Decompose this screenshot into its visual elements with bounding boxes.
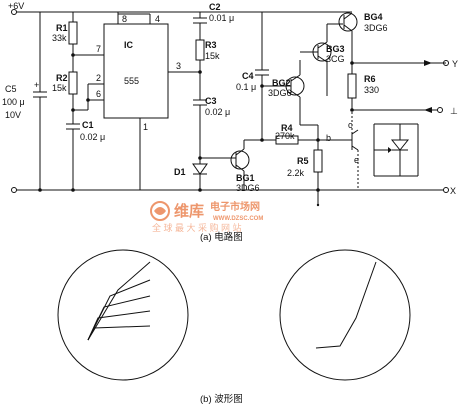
svg-text:7: 7 — [96, 44, 101, 54]
terminal-ground: ⊥ — [450, 106, 458, 116]
bg4-type: 3DG6 — [364, 23, 388, 33]
ic-name: IC — [124, 40, 134, 50]
c3-value: 0.02 μ — [205, 107, 230, 117]
watermark-url: WWW.DZSC.COM — [213, 216, 263, 222]
c5-name: C5 — [5, 84, 17, 94]
r3-name: R3 — [205, 40, 217, 50]
rails — [11, 9, 449, 193]
r5-name: R5 — [297, 156, 309, 166]
c5-capacitor: + C5 100 μ 10V — [2, 12, 47, 190]
driver-stage: C4 0.1 μ BG2 3DG6 BG3 3CG R4 270k R5 2.2… — [236, 12, 345, 207]
waveform-right-scope — [279, 249, 411, 381]
svg-text:3: 3 — [176, 61, 181, 71]
svg-text:1: 1 — [143, 122, 148, 132]
d1-name: D1 — [174, 167, 186, 177]
caption-circuit: (a) 电路图 — [200, 231, 243, 243]
watermark-slogan: 全 球 最 大 采 购 网 站 — [152, 222, 242, 233]
svg-text:6: 6 — [96, 89, 101, 99]
c1-value: 0.02 μ — [80, 132, 105, 142]
ic-model: 555 — [124, 76, 139, 86]
c4-name: C4 — [242, 71, 254, 81]
r1-value: 33k — [52, 33, 67, 43]
r6-value: 330 — [364, 85, 379, 95]
r3-value: 15k — [205, 51, 220, 61]
watermark-brand-cn: 电子市场网 — [210, 200, 260, 213]
terminal-c: c — [348, 120, 353, 130]
watermark-brand: 维库 — [174, 202, 204, 220]
r5-value: 2.2k — [287, 168, 305, 178]
svg-text:8: 8 — [122, 14, 127, 24]
c5-voltage: 10V — [5, 110, 21, 120]
r2-name: R2 — [56, 73, 68, 83]
caption-waveform: (b) 波形图 — [200, 393, 243, 405]
c4-value: 0.1 μ — [236, 82, 256, 92]
bg1-name: BG1 — [236, 173, 255, 183]
bg3-name: BG3 — [326, 44, 345, 54]
svg-text:4: 4 — [155, 14, 160, 24]
r6-name: R6 — [364, 74, 376, 84]
bg4-name: BG4 — [364, 12, 383, 22]
c2-name: C2 — [209, 2, 221, 12]
terminal-x: X — [450, 186, 456, 196]
c5-value: 100 μ — [2, 97, 25, 107]
r1-name: R1 — [56, 23, 68, 33]
bg2-name: BG2 — [272, 78, 291, 88]
bg3-type: 3CG — [326, 54, 345, 64]
timing-network: R1 33k R2 15k C1 0.02 μ — [38, 12, 105, 192]
test-socket: c e — [344, 112, 419, 190]
ic-555: IC 555 8 4 7 2 6 1 3 — [96, 12, 190, 190]
supply-label: +6V — [8, 1, 24, 11]
waveform-left-scope — [57, 249, 189, 381]
watermark: 维库 电子市场网 WWW.DZSC.COM 全 球 最 大 采 购 网 站 — [150, 200, 263, 233]
r4-name: R4 — [281, 123, 293, 133]
bg1-transistor: BG1 3DG6 — [230, 140, 260, 193]
c2-value: 0.01 μ — [209, 13, 234, 23]
terminal-e: e — [354, 155, 359, 165]
svg-text:+: + — [34, 80, 39, 90]
c1-name: C1 — [82, 120, 94, 130]
r2-value: 15k — [52, 83, 67, 93]
bg2-type: 3DG6 — [268, 88, 292, 98]
bg1-type: 3DG6 — [236, 183, 260, 193]
output-stage: BG4 3DG6 R6 330 Y ⊥ X — [338, 12, 458, 196]
watermark-logo-icon — [150, 201, 170, 221]
c3-name: C3 — [205, 96, 217, 106]
coupling-network: C2 0.01 μ R3 15k C3 0.02 μ D1 — [174, 2, 234, 192]
terminal-y: Y — [452, 59, 458, 69]
terminal-b: b — [326, 133, 331, 143]
r4-value: 270k — [275, 131, 295, 141]
svg-text:2: 2 — [96, 73, 101, 83]
